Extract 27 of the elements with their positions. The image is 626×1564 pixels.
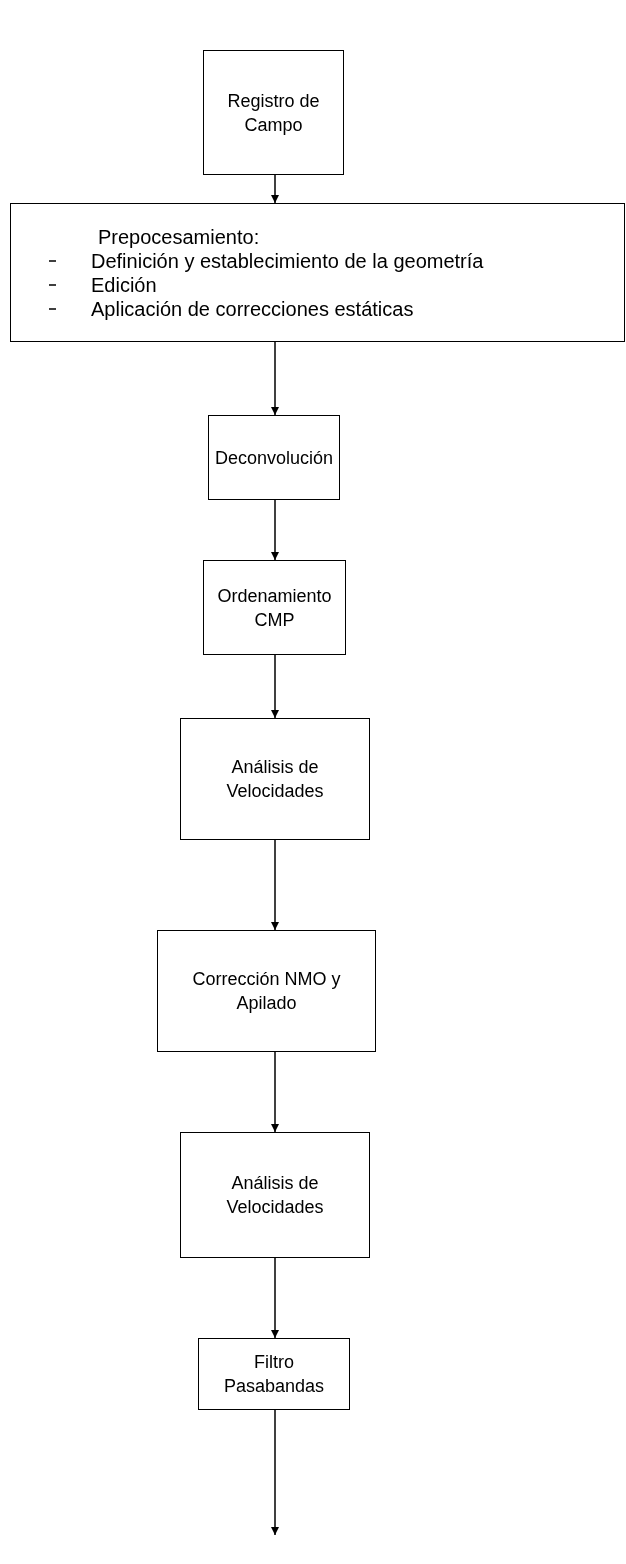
process-box (203, 50, 344, 175)
arrow (271, 174, 279, 204)
process-box (180, 1132, 370, 1258)
box-label: Filtro Pasabandas (222, 1351, 326, 1398)
arrow (271, 1409, 279, 1536)
process-box (180, 718, 370, 840)
box-heading: Prepocesamiento: (98, 224, 260, 249)
list-item: Definición y establecimiento de la geometría (91, 248, 484, 273)
box-label: Deconvolución (214, 446, 334, 470)
process-box (10, 203, 625, 342)
arrow (271, 499, 279, 561)
box-label: Corrección NMO y Apilado (191, 968, 342, 1015)
list-item: Edición (91, 272, 157, 297)
box-label: Ordenamiento CMP (216, 584, 333, 632)
arrow (271, 1051, 279, 1133)
arrow (271, 341, 279, 416)
process-box (157, 930, 376, 1052)
process-box (203, 560, 346, 655)
arrow (271, 1257, 279, 1339)
box-label: Registro de Campo (226, 89, 321, 137)
box-label: Análisis de Velocidades (225, 756, 325, 803)
box-label: Análisis de Velocidades (225, 1172, 325, 1219)
list-item: Aplicación de correcciones estáticas (91, 296, 414, 321)
arrow (271, 839, 279, 931)
process-box (198, 1338, 350, 1410)
arrow (271, 654, 279, 719)
process-box (208, 415, 340, 500)
